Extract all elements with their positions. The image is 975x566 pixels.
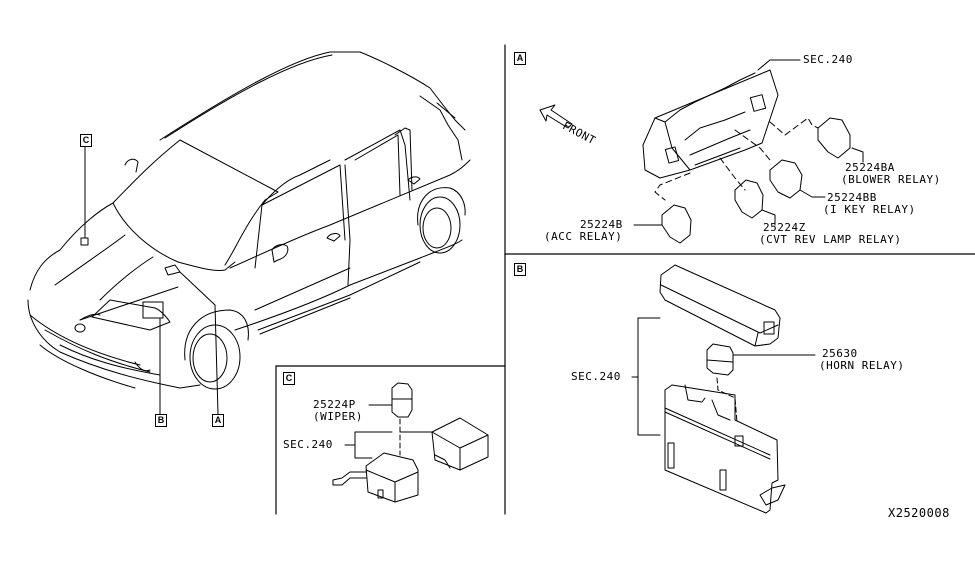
part-number-i-key-relay: 25224BB xyxy=(827,191,877,204)
part-name-horn-relay: (HORN RELAY) xyxy=(819,359,905,372)
vehicle-drawing xyxy=(27,51,471,390)
panel-frames xyxy=(275,44,975,515)
part-name-i-key-relay: (I KEY RELAY) xyxy=(823,203,916,216)
relay-blower xyxy=(817,117,851,159)
fuse-box-b-location xyxy=(142,301,164,319)
part-number-cvt-rev-lamp-relay: 25224Z xyxy=(763,221,806,234)
relay-cvt-rev-lamp xyxy=(734,179,764,219)
part-name-cvt-rev-lamp-relay: (CVT REV LAMP RELAY) xyxy=(759,233,902,246)
panel-b-tag: B xyxy=(514,263,526,276)
relay-horn xyxy=(706,343,734,376)
relay-acc xyxy=(661,204,692,244)
part-number-blower-relay: 25224BA xyxy=(845,161,895,174)
panel-c-sec-label: SEC.240 xyxy=(283,438,333,451)
callout-tag-a[interactable]: A xyxy=(212,414,224,427)
part-name-acc-relay: (ACC RELAY) xyxy=(544,230,623,243)
relay-wiper xyxy=(391,382,413,418)
relay-i-key xyxy=(769,159,803,199)
panel-a-tag: A xyxy=(514,52,526,65)
panel-c-tag: C xyxy=(283,372,295,385)
part-number-wiper-relay: 25224P xyxy=(313,398,356,411)
callout-tag-c[interactable]: C xyxy=(80,134,92,147)
part-number-horn-relay: 25630 xyxy=(822,347,858,360)
panel-b-sec-label: SEC.240 xyxy=(571,370,621,383)
part-name-blower-relay: (BLOWER RELAY) xyxy=(841,173,941,186)
relay-c-location xyxy=(80,237,89,246)
diagram-id-code: X2520008 xyxy=(888,506,950,520)
panel-a-drawing xyxy=(539,59,864,244)
part-number-acc-relay: 25224B xyxy=(580,218,623,231)
panel-b-drawing xyxy=(631,264,816,514)
panel-a-sec-label: SEC.240 xyxy=(803,53,853,66)
fuse-box-a-location xyxy=(164,264,181,276)
callout-tag-b[interactable]: B xyxy=(155,414,167,427)
vehicle-callout-leaders xyxy=(84,146,219,415)
panel-c-drawing xyxy=(332,382,489,503)
part-name-wiper-relay: (WIPER) xyxy=(313,410,363,423)
